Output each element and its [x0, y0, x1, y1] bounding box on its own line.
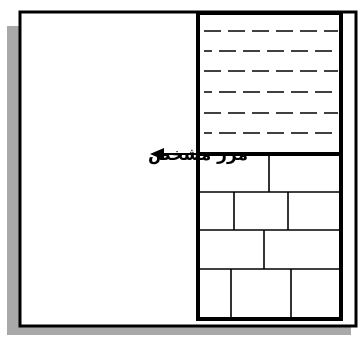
upper-layer-dashed: [199, 13, 340, 154]
boundary-label: مرز مشخص: [148, 145, 248, 165]
